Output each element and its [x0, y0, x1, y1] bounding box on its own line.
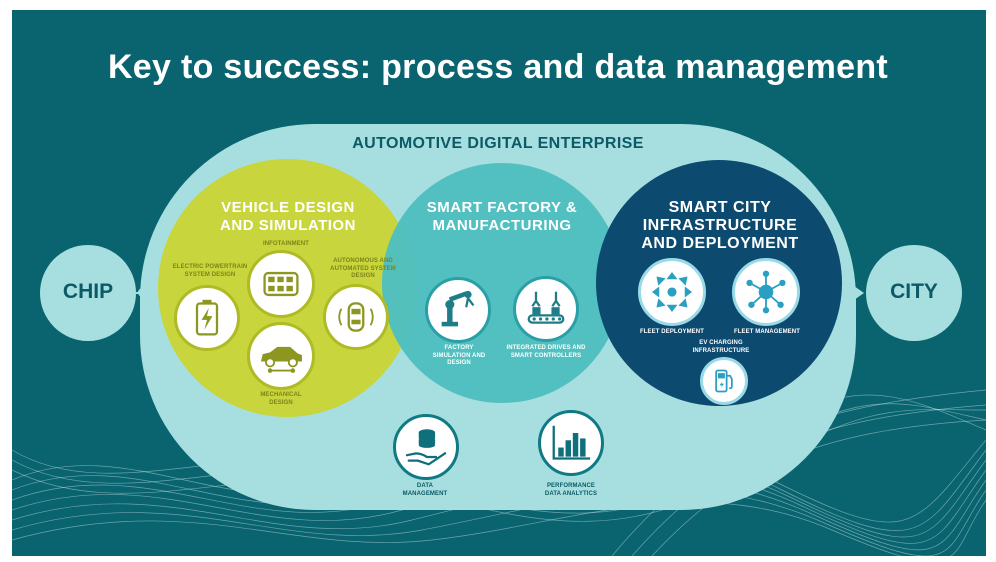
- autonomous-label-line2: AUTOMATED SYSTEM: [330, 265, 396, 272]
- arrow-right-icon: [854, 286, 864, 300]
- vehicle-title-line2: AND SIMULATION: [220, 217, 356, 234]
- fleet-deployment-label: FLEET DEPLOYMENT: [640, 329, 704, 335]
- infotainment-label: INFOTAINMENT: [262, 241, 310, 247]
- ev-charging-label-line2: INFRASTRUCTURE: [692, 347, 750, 354]
- autonomous-label-line3: DESIGN: [351, 273, 375, 279]
- autonomous-label-line1: AUTONOMOUS AND: [333, 258, 393, 264]
- database-hand-icon: [393, 414, 459, 480]
- mechanical-label: MECHANICAL DESIGN: [231, 392, 331, 407]
- analytics-chart-icon: [538, 410, 604, 476]
- powertrain-label: ELECTRIC POWERTRAIN SYSTEM DESIGN: [160, 264, 260, 279]
- city-section-title: SMART CITY INFRASTRUCTURE AND DEPLOYMENT: [620, 199, 820, 253]
- factory-sim-label-line2: SIMULATION AND: [432, 352, 486, 359]
- performance-analytics-label-line1: PERFORMANCE: [546, 483, 596, 489]
- network-icon: [732, 258, 800, 326]
- factory-sim-label-line3: DESIGN: [447, 360, 471, 366]
- drives-label-line1: INTEGRATED DRIVES AND: [506, 345, 586, 351]
- fleet-deployment-icon: [638, 258, 706, 326]
- autonomous-car-icon: [323, 284, 389, 350]
- city-title-line2: INFRASTRUCTURE: [642, 217, 798, 234]
- data-management-label-line2: MANAGEMENT: [402, 490, 448, 497]
- powertrain-label-line1: ELECTRIC POWERTRAIN: [172, 264, 248, 270]
- car-icon: [247, 322, 315, 390]
- factory-title: SMART FACTORY & MANUFACTURING: [405, 199, 599, 235]
- factory-title-line1: SMART FACTORY &: [426, 199, 578, 216]
- city-label: CITY: [890, 280, 938, 303]
- vehicle-title: VEHICLE DESIGN AND SIMULATION: [190, 199, 386, 235]
- data-management-label-line1: DATA: [416, 483, 434, 489]
- infotainment-icon: [247, 250, 315, 318]
- mechanical-label-line2: DESIGN: [269, 399, 293, 406]
- page-title: Key to success: process and data managem…: [107, 48, 889, 86]
- factory-sim-label: FACTORY SIMULATION AND DESIGN: [414, 345, 504, 368]
- vehicle-title-line1: VEHICLE DESIGN: [221, 199, 355, 216]
- autonomous-label: AUTONOMOUS AND AUTOMATED SYSTEM DESIGN: [318, 258, 408, 281]
- performance-analytics-label: PERFORMANCE DATA ANALYTICS: [521, 483, 621, 498]
- robot-arm-icon: [425, 277, 491, 343]
- data-management-label: DATA MANAGEMENT: [377, 483, 473, 498]
- battery-icon: [174, 285, 240, 351]
- ev-charger-icon: [700, 357, 748, 405]
- powertrain-label-line2: SYSTEM DESIGN: [184, 271, 236, 278]
- chip-label: CHIP: [62, 280, 114, 303]
- city-title-line3: AND DEPLOYMENT: [641, 235, 799, 252]
- drives-label: INTEGRATED DRIVES AND SMART CONTROLLERS: [496, 345, 596, 360]
- enterprise-title: AUTOMOTIVE DIGITAL ENTERPRISE: [352, 135, 644, 152]
- assembly-line-icon: [513, 276, 579, 342]
- performance-analytics-label-line2: DATA ANALYTICS: [544, 490, 598, 497]
- city-title-line1: SMART CITY: [668, 199, 772, 216]
- fleet-management-label: FLEET MANAGEMENT: [734, 329, 800, 335]
- factory-title-line2: MANUFACTURING: [432, 217, 572, 234]
- ev-charging-label: EV CHARGING INFRASTRUCTURE: [674, 340, 768, 355]
- drives-label-line2: SMART CONTROLLERS: [510, 352, 582, 359]
- ev-charging-label-line1: EV CHARGING: [699, 340, 743, 346]
- smart-factory-circle: [382, 163, 622, 403]
- chip-circle: [40, 245, 136, 341]
- city-circle: [866, 245, 962, 341]
- mechanical-label-line1: MECHANICAL: [260, 392, 302, 398]
- factory-sim-label-line1: FACTORY: [444, 345, 474, 351]
